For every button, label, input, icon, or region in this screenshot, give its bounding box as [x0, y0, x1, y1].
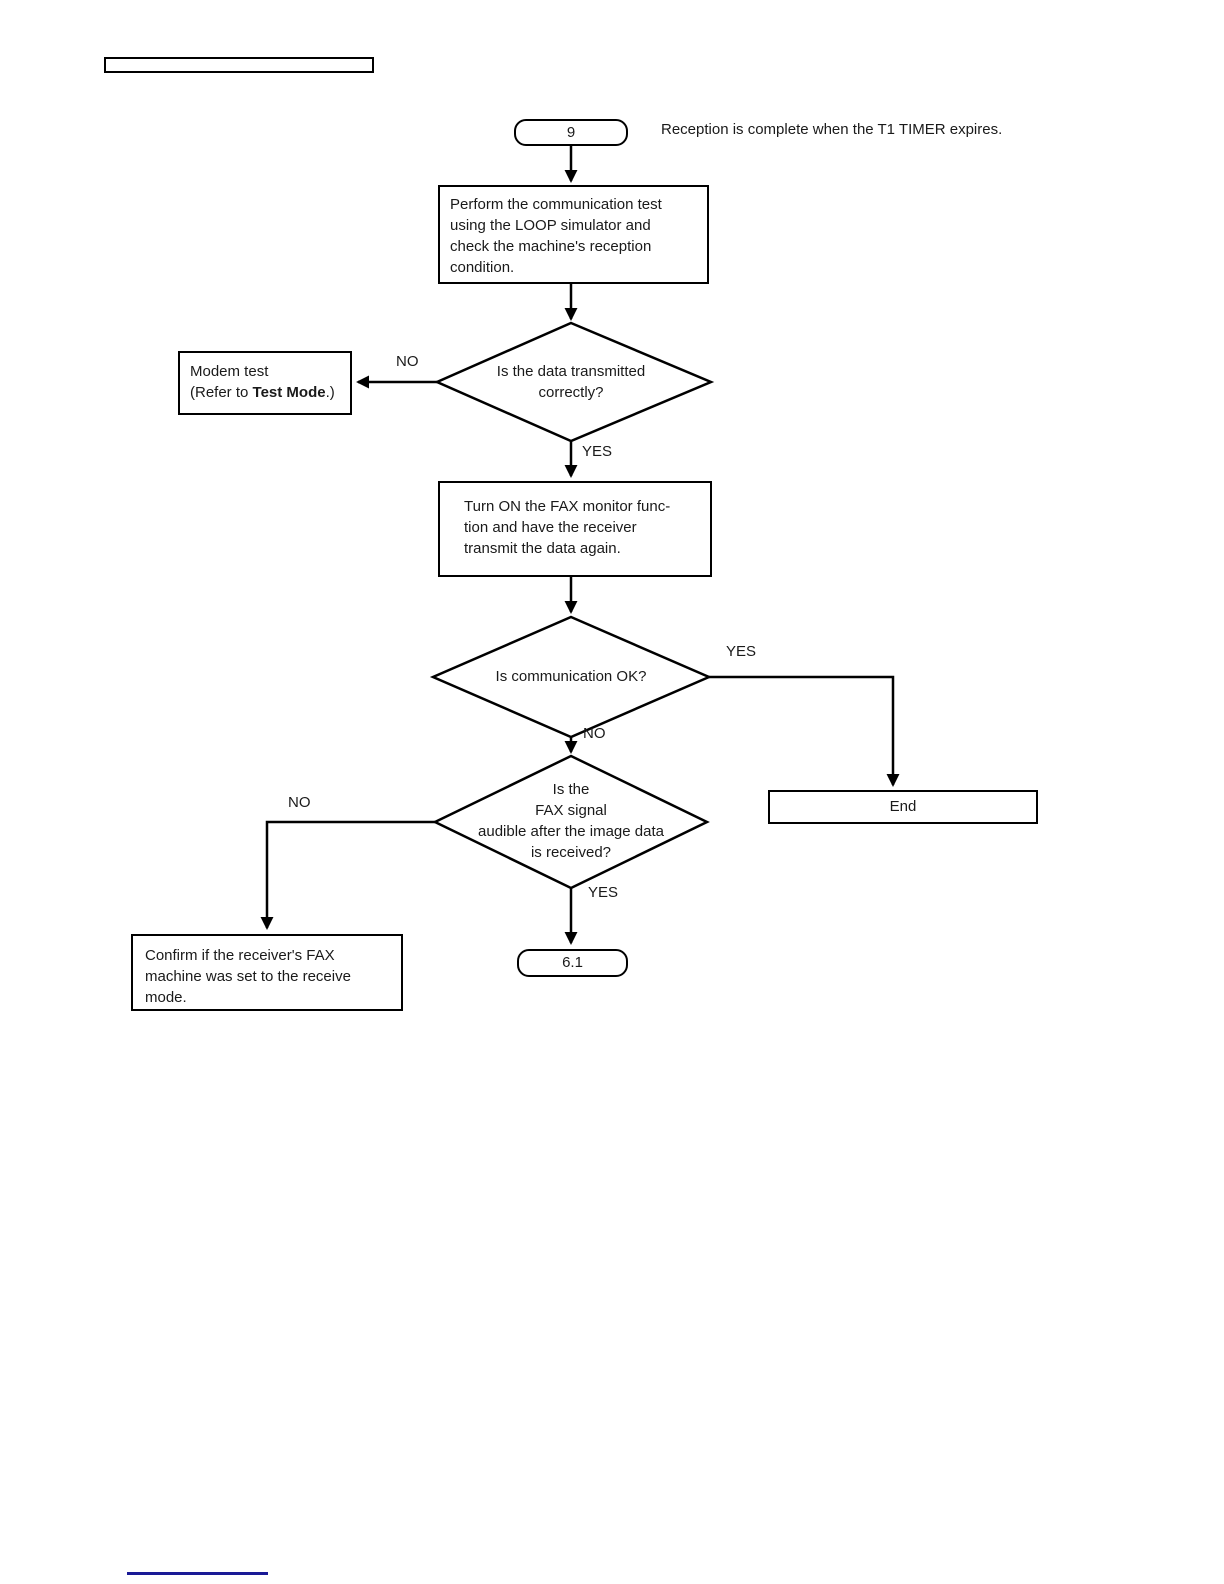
start-terminator-label: 9: [566, 124, 576, 141]
decision-data-transmitted-text: Is the data transmitted correctly?: [441, 361, 701, 403]
decision-data-transmitted-shape: [433, 321, 715, 443]
text-line: is received?: [530, 844, 612, 861]
text-line: Is the data transmitted: [496, 363, 646, 380]
text-line: Confirm if the receiver's FAX: [145, 947, 335, 964]
modem-test-line1: Modem test: [190, 363, 269, 380]
text-line: tion and have the receiver: [464, 519, 637, 536]
label-yes-2: YES: [726, 643, 757, 660]
label-yes-1: YES: [582, 443, 613, 460]
text-line: Perform the communication test: [450, 196, 662, 213]
start-terminator: 9: [514, 119, 628, 146]
footer-link-line[interactable]: [127, 1572, 268, 1575]
text-line: correctly?: [538, 384, 604, 401]
label-no-2: NO: [583, 725, 606, 742]
end-box-label: End: [889, 798, 917, 815]
text-line: Is communication OK?: [495, 668, 647, 685]
text-line: audible after the image data: [478, 823, 664, 840]
process-communication-test: Perform the communication test using the …: [438, 185, 709, 284]
label-no-1: NO: [396, 353, 419, 370]
confirm-receive-mode-box: Confirm if the receiver's FAX machine was…: [131, 934, 403, 1011]
continue-terminator: 6.1: [517, 949, 628, 977]
text-line: condition.: [450, 259, 515, 276]
text-line: transmit the data again.: [464, 540, 621, 557]
connector-decision3-no-to-confirm: [260, 820, 435, 930]
label-yes-3: YES: [588, 884, 619, 901]
text-line: using the LOOP simulator and: [450, 217, 651, 234]
decision-communication-ok-shape: [429, 615, 713, 739]
text-line: FAX signal: [535, 802, 607, 819]
end-box: End: [768, 790, 1038, 824]
connector-decision2-yes-to-end: [709, 675, 900, 787]
text-line: Is the: [552, 781, 590, 798]
process-fax-monitor: Turn ON the FAX monitor func-tion and ha…: [438, 481, 712, 577]
modem-test-box: Modem test (Refer to Test Mode.): [178, 351, 352, 415]
text-line: machine was set to the receive: [145, 968, 351, 985]
text-line: Turn ON the FAX monitor func-: [464, 498, 671, 515]
decision-fax-signal-audible-shape: [432, 754, 710, 890]
text-line: check the machine's reception: [450, 238, 652, 255]
text-line: mode.: [145, 989, 187, 1006]
label-no-3: NO: [288, 794, 311, 811]
continue-terminator-label: 6.1: [562, 954, 583, 971]
title-placeholder-box: [104, 57, 374, 73]
modem-test-line2: (Refer to Test Mode.): [190, 384, 335, 401]
decision-communication-ok-text: Is communication OK?: [433, 666, 709, 687]
note-text: Reception is complete when the T1 TIMER …: [661, 121, 1003, 138]
